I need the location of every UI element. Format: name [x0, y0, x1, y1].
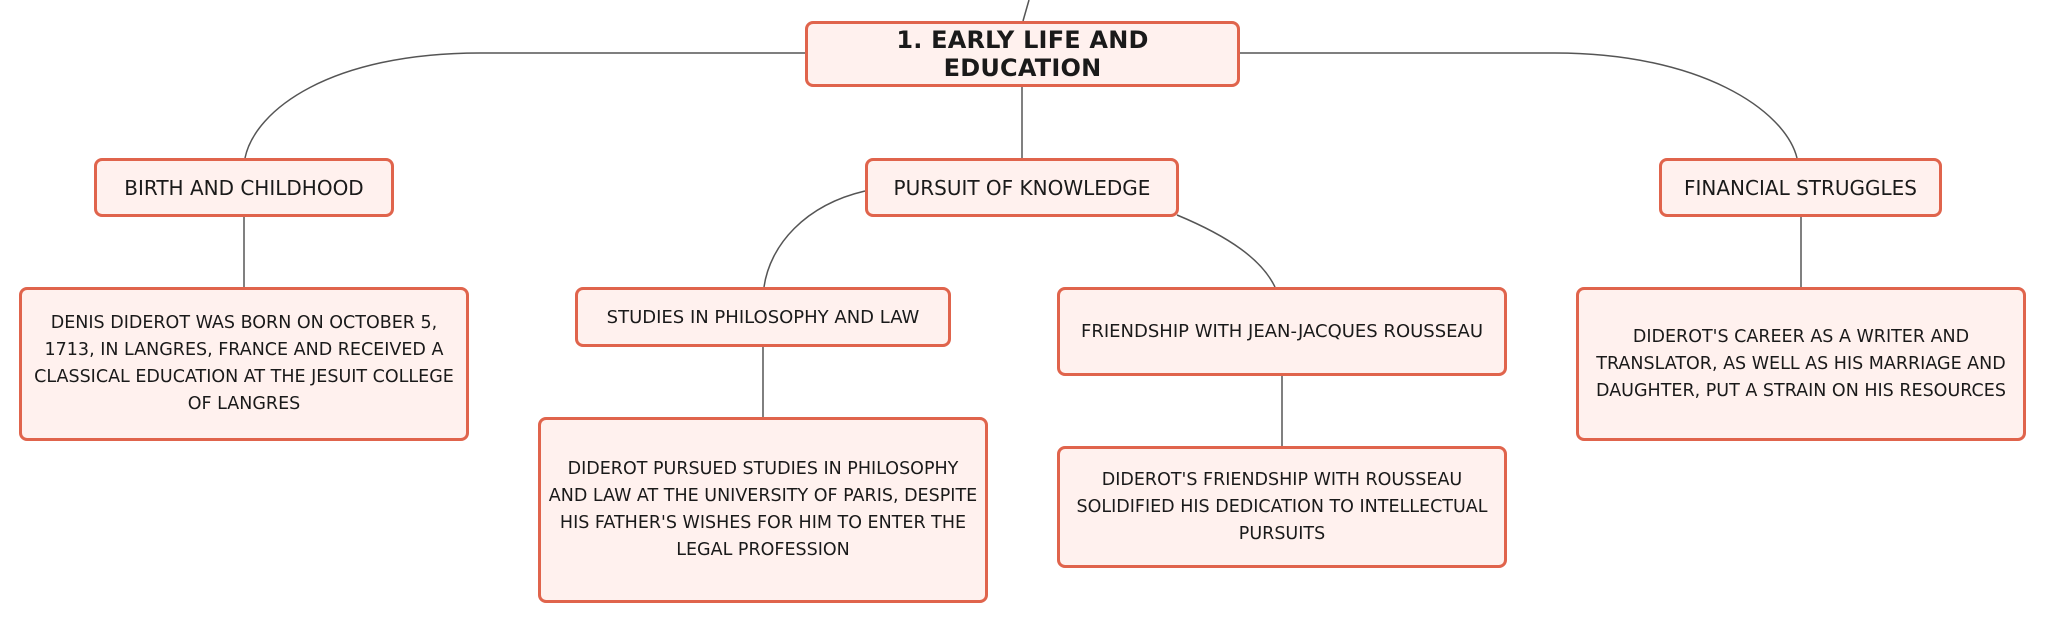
leaf-node-financial-detail[interactable]: DIDEROT'S CAREER AS A WRITER AND TRANSLA… [1576, 287, 2026, 441]
connector-pursuit-to-friendship [1176, 214, 1276, 288]
leaf-node-text: DIDEROT'S CAREER AS A WRITER AND TRANSLA… [1596, 326, 2006, 401]
root-node-label: 1. EARLY LIFE AND EDUCATION [896, 26, 1149, 82]
connector-pursuit-to-studies [763, 190, 866, 288]
leaf-node-text: DIDEROT'S FRIENDSHIP WITH ROUSSEAU SOLID… [1076, 469, 1488, 544]
leaf-node-friendship-detail[interactable]: DIDEROT'S FRIENDSHIP WITH ROUSSEAU SOLID… [1057, 446, 1507, 568]
leaf-node-text: DIDEROT PURSUED STUDIES IN PHILOSOPHY AN… [548, 459, 978, 560]
sub-node-friendship-with-rousseau[interactable]: FRIENDSHIP WITH JEAN-JACQUES ROUSSEAU [1057, 287, 1507, 376]
branch-node-financial-struggles[interactable]: FINANCIAL STRUGGLES [1659, 158, 1942, 217]
connector-root-to-financial [1240, 52, 1798, 159]
sub-node-label: STUDIES IN PHILOSOPHY AND LAW [606, 306, 920, 328]
leaf-node-birth-detail[interactable]: DENIS DIDEROT WAS BORN ON OCTOBER 5, 171… [19, 287, 469, 441]
leaf-node-studies-detail[interactable]: DIDEROT PURSUED STUDIES IN PHILOSOPHY AN… [538, 417, 988, 603]
sub-node-studies-in-philosophy-and-law[interactable]: STUDIES IN PHILOSOPHY AND LAW [575, 287, 951, 347]
root-node[interactable]: 1. EARLY LIFE AND EDUCATION [805, 21, 1240, 87]
branch-node-pursuit-of-knowledge[interactable]: PURSUIT OF KNOWLEDGE [865, 158, 1179, 217]
branch-node-label: FINANCIAL STRUGGLES [1684, 175, 1917, 200]
branch-node-label: PURSUIT OF KNOWLEDGE [893, 175, 1151, 200]
connector-parent-to-root [1022, 0, 1030, 22]
sub-node-label: FRIENDSHIP WITH JEAN-JACQUES ROUSSEAU [1080, 321, 1483, 342]
connector-root-to-birth [244, 52, 805, 159]
branch-node-label: BIRTH AND CHILDHOOD [124, 175, 364, 200]
leaf-node-text: DENIS DIDEROT WAS BORN ON OCTOBER 5, 171… [34, 313, 454, 414]
branch-node-birth-and-childhood[interactable]: BIRTH AND CHILDHOOD [94, 158, 394, 217]
